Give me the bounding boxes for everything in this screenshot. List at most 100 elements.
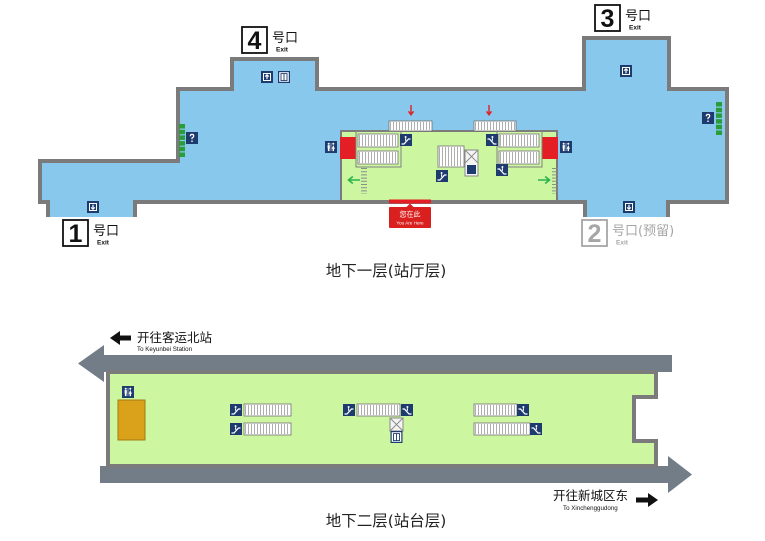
stairs (356, 403, 401, 417)
toilet-icon (325, 141, 337, 153)
toilet-icon (560, 141, 572, 153)
exit-number: 4 (248, 27, 262, 55)
info-icon (702, 112, 714, 124)
elevator-icon (464, 149, 479, 177)
elevator-icon (389, 417, 404, 432)
escalator (473, 422, 531, 436)
exit-sub: Exit (616, 240, 629, 247)
exit-number-box (594, 4, 621, 32)
exit-label: 号口 (93, 224, 119, 239)
escalator-icon (400, 134, 412, 146)
exit-4-label: 4 号口 Exit (241, 26, 298, 55)
escalator-frame (473, 403, 518, 417)
exit-3-label: 3 号口 Exit (594, 4, 651, 33)
exit-up-icon (620, 65, 632, 77)
red-block-right (542, 137, 558, 159)
escalator-block-left (355, 130, 402, 168)
island-platform (106, 370, 658, 468)
direction-left-en: To Keyunbei Station (137, 346, 193, 353)
exit-number: 2 (588, 220, 602, 248)
exit-label: 号口(预留) (612, 224, 674, 239)
toilet-icon (122, 386, 134, 398)
exit-up-icon (261, 71, 273, 83)
escalator-icon (496, 164, 508, 176)
exit-sub: Exit (97, 240, 110, 247)
stair-frame (473, 120, 517, 132)
red-block-left (340, 137, 356, 159)
track-band (100, 466, 670, 483)
platform-level: 开往客运北站 To Keyunbei Station (78, 330, 692, 530)
concourse-level: 您在此 You Are Here 4 号口 Exit 3 号口 Exit 1 号… (38, 4, 729, 280)
escalator-icon (517, 404, 529, 416)
exit-sub: Exit (629, 25, 642, 32)
track-arrow-left (78, 345, 672, 382)
exit-number-box (581, 219, 608, 247)
you-are-here-marker: 您在此 You Are Here (389, 199, 431, 228)
exit-down-icon (623, 201, 635, 213)
exit-2-label: 2 号口(预留) Exit (581, 219, 674, 248)
arrow-left-icon (347, 175, 360, 185)
exit-number: 1 (69, 220, 83, 248)
exit-number-box (62, 219, 89, 247)
escalator (243, 403, 292, 417)
escalator (498, 133, 540, 148)
escalator (243, 422, 292, 436)
escalator-block-right (496, 130, 543, 168)
exit-down-icon (87, 201, 99, 213)
stair-top-left (388, 120, 433, 132)
stair-top-right (473, 120, 517, 132)
platform-title: 地下二层(站台层) (326, 512, 447, 530)
you-are-here-en: You Are Here (396, 221, 424, 226)
escalator-frame (243, 403, 292, 417)
track-arrowhead (78, 345, 104, 382)
escalator-icon (230, 423, 242, 435)
down-arrow-left (407, 105, 415, 117)
stair-frame (388, 120, 433, 132)
direction-right-cn: 开往新城区东 (553, 488, 628, 503)
down-arrow-right (485, 105, 493, 117)
track-band (100, 355, 672, 372)
exit-number-box (241, 26, 268, 54)
info-icon (186, 132, 198, 144)
escalator-icon (230, 404, 242, 416)
track-arrowhead (668, 456, 692, 493)
escalator-icon (530, 423, 542, 435)
elevator-cross (464, 149, 479, 164)
location-label-bg (389, 207, 431, 228)
track-arrow-right (100, 456, 692, 493)
escalator (357, 150, 399, 165)
arrow-right-icon (538, 175, 551, 185)
direction-right-label: 开往新城区东 To Xinchenggudong (553, 488, 658, 512)
escalator (357, 133, 399, 148)
exit-number: 3 (601, 5, 615, 33)
elevator-badge (467, 165, 476, 174)
exit-label: 号口 (625, 9, 651, 24)
escalator (473, 403, 518, 417)
arrow-left-icon (110, 331, 131, 345)
elevator-shaft (117, 399, 146, 441)
escalator-frame (243, 422, 292, 436)
arrow-right-icon (636, 493, 658, 507)
direction-left-label: 开往客运北站 To Keyunbei Station (110, 330, 212, 353)
exit-sub: Exit (276, 47, 289, 54)
direction-right-en: To Xinchenggudong (563, 505, 618, 512)
elevator-cross (389, 417, 404, 432)
direction-left-cn: 开往客运北站 (137, 330, 212, 345)
accessible-elevator-icon (278, 71, 290, 83)
exit-label: 号口 (272, 31, 298, 46)
location-bar (389, 199, 431, 204)
accessible-elevator-icon (390, 431, 403, 443)
stair-frame (356, 403, 401, 417)
escalator-icon (436, 170, 448, 182)
location-pointer (406, 203, 414, 207)
escalator (498, 150, 540, 165)
escalator-icon (401, 404, 413, 416)
concourse-title: 地下一层(站厅层) (326, 262, 447, 280)
concourse-wall (38, 36, 729, 217)
exit-1-label: 1 号口 Exit (62, 219, 119, 248)
center-stair (437, 145, 465, 168)
you-are-here-cn: 您在此 (400, 210, 421, 219)
escalator-icon (486, 134, 498, 146)
escalator-icon (343, 404, 355, 416)
